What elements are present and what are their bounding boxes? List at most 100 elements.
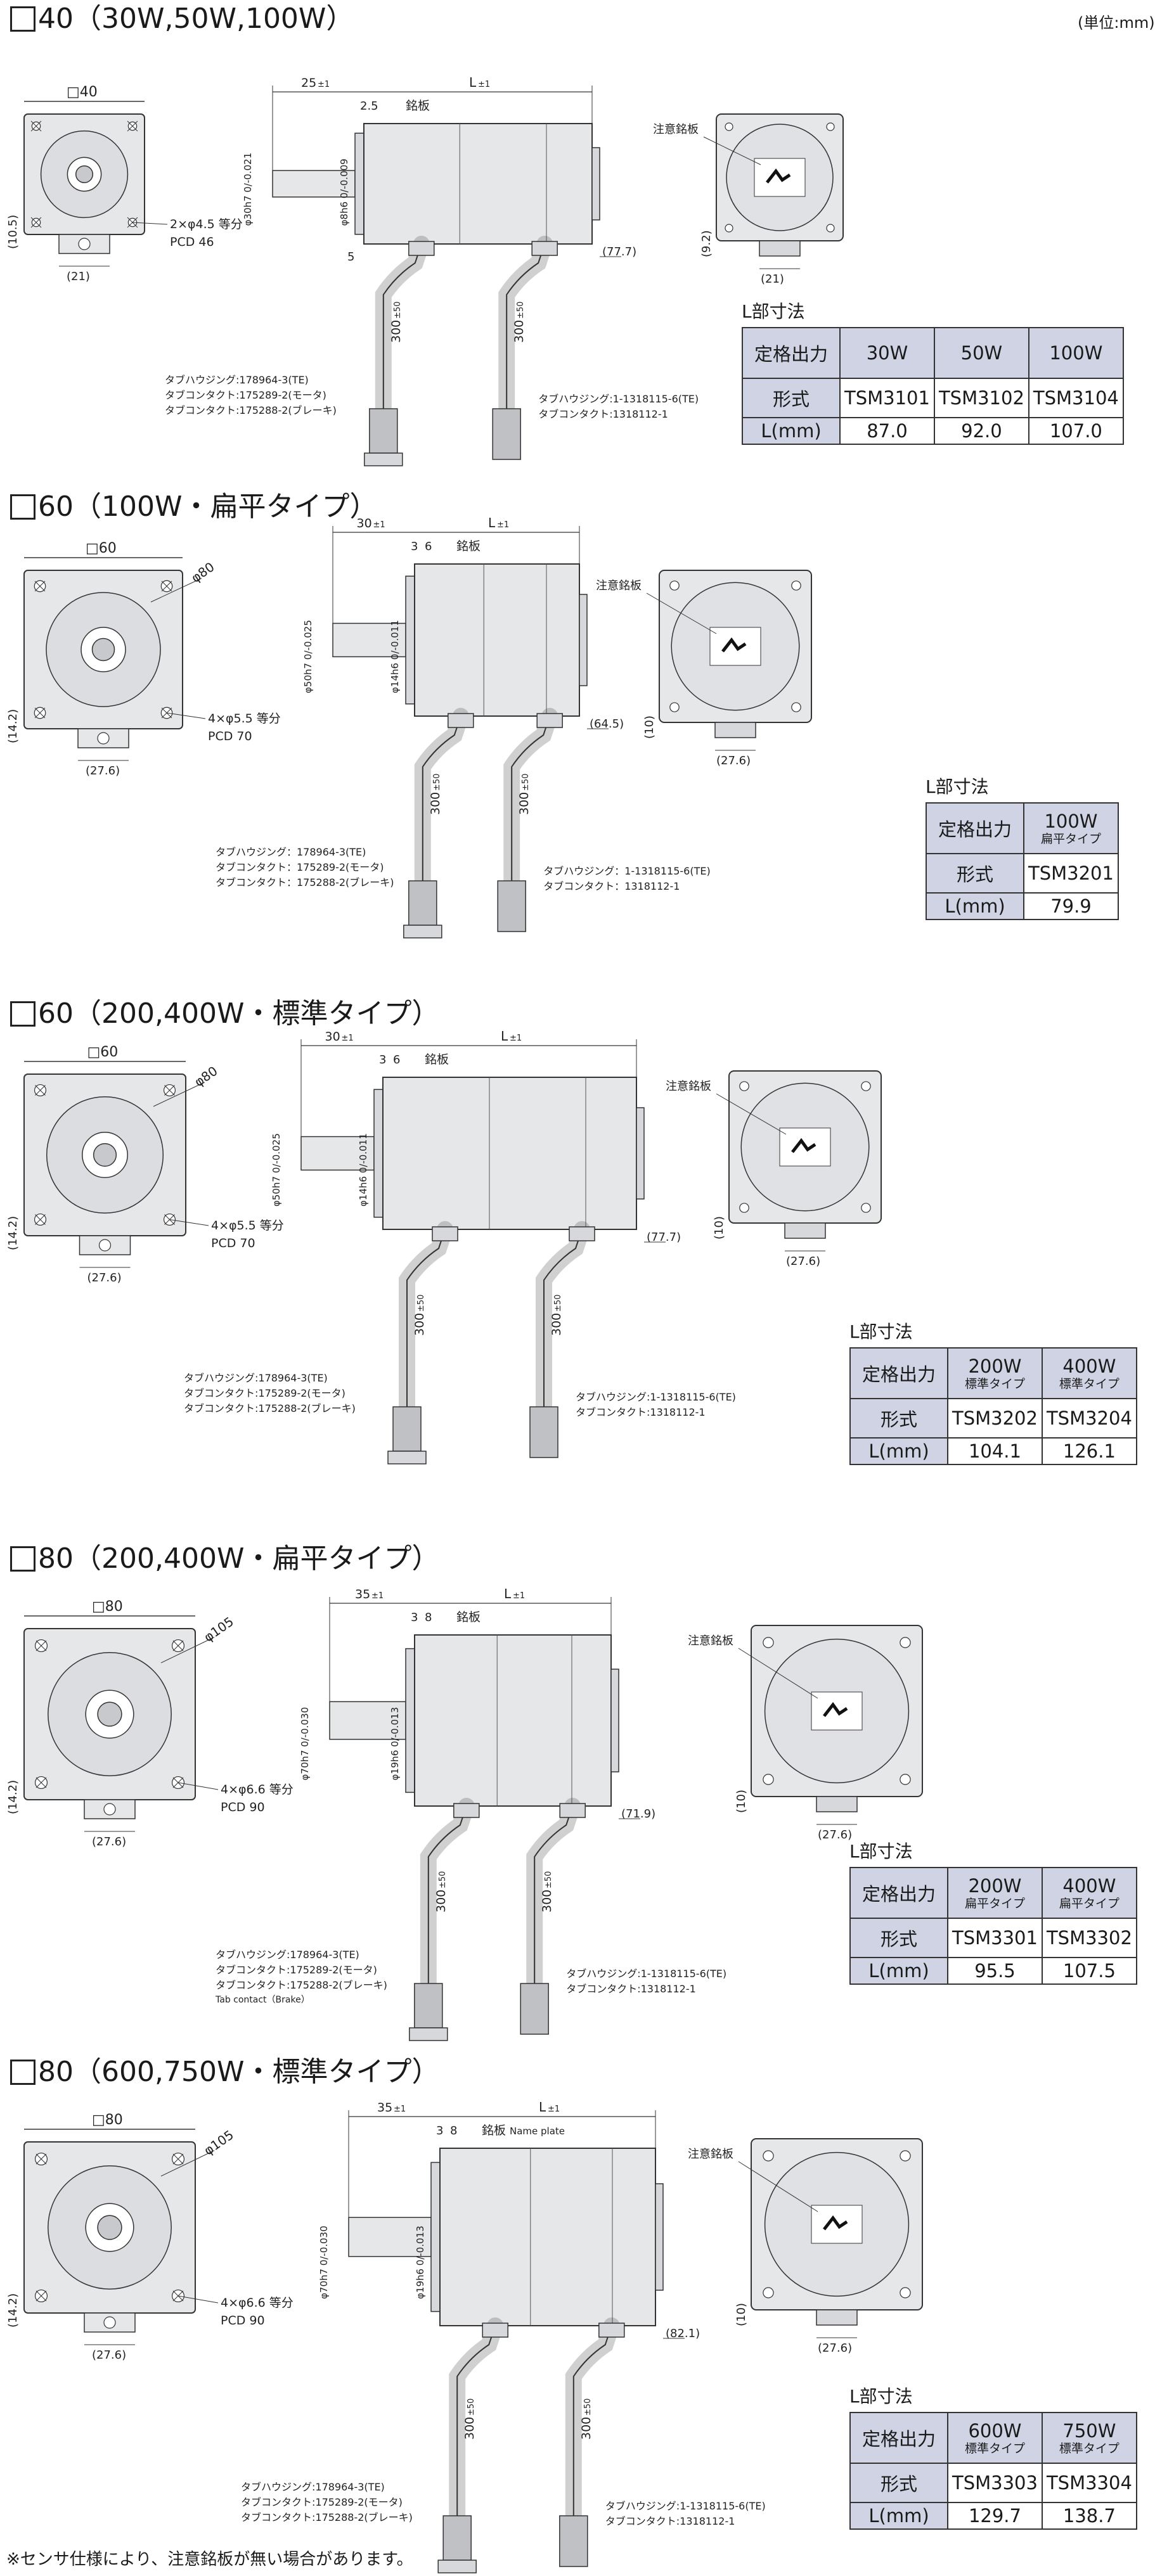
faucet-dim: φ50h7 0/-0.025 [271, 1133, 282, 1207]
length-cell: 87.0 [839, 417, 935, 445]
flange-offset-dim: 8 [425, 1611, 432, 1624]
model-header: 形式 [742, 378, 841, 418]
mount-hole-icon [763, 2287, 774, 2298]
connector-housing-left [369, 408, 398, 454]
connector-housing-right [497, 880, 526, 932]
model-cell: TSM3302 [1041, 1918, 1137, 1958]
right-note: タブハウジング:1-1318115-6(TE) [605, 2500, 766, 2512]
mount-hole-icon [826, 224, 835, 233]
l-dim: L [469, 75, 477, 90]
circle-dim: φ80 [188, 559, 217, 586]
motor-body [414, 563, 580, 717]
right-note: タブコンタクト:1318112-1 [576, 1406, 706, 1418]
left-note: タブコンタクト:175289-2(モータ) [184, 1387, 345, 1399]
right-note: タブコンタクト:1318112-1 [566, 1983, 696, 1995]
connector-hole [78, 238, 91, 250]
cable-outline [456, 2325, 496, 2516]
rear-side-dim: (10) [735, 2303, 748, 2326]
cable-length-dim: 300 [540, 1890, 554, 1913]
connector-housing-right [529, 1406, 558, 1458]
hole-cross [34, 580, 46, 592]
leader-line [150, 578, 202, 603]
shaft [300, 1136, 375, 1171]
cable-length-dim: 300 [517, 792, 531, 815]
model-cell: TSM3104 [1028, 378, 1124, 418]
mount-hole-icon [900, 2150, 911, 2162]
rating-watt: 100W [1044, 811, 1098, 832]
length-header: L(mm) [849, 1957, 948, 1985]
model-header: 形式 [926, 853, 1024, 894]
model-header: 形式 [849, 2463, 948, 2503]
mount-hole-icon [900, 2287, 911, 2298]
rear-tab [816, 2309, 858, 2326]
cable-length-dim: 300 [434, 1890, 448, 1913]
connector-housing-right [492, 408, 521, 460]
rear-bottom-dim: (27.6) [716, 754, 751, 767]
shaft-dim: φ14h6 0/-0.011 [358, 1133, 369, 1207]
cable-outline [506, 243, 546, 409]
right-note: タブハウジング:1-1318115-6(TE) [538, 393, 699, 405]
flange [373, 1089, 384, 1218]
rear-tab [714, 722, 756, 738]
pcd-spec: PCD 46 [170, 235, 214, 249]
mount-hole-icon [900, 1637, 911, 1648]
cable-gland [453, 1803, 480, 1818]
front-side-dim: (10.5) [6, 215, 20, 249]
pcd-spec: PCD 70 [208, 729, 252, 743]
rear-bottom-dim: (27.6) [818, 1828, 852, 1842]
section-title: 60（100W・扁平タイプ） [10, 488, 377, 526]
section-title: 80（200,400W・扁平タイプ） [10, 1540, 439, 1578]
model-cell: TSM3102 [933, 378, 1029, 418]
rating-type: 標準タイプ [1059, 1377, 1120, 1391]
front-square-dim: □60 [87, 1044, 119, 1060]
mount-hole-icon [725, 224, 733, 233]
shaft-center [93, 1143, 117, 1167]
square-symbol-icon [10, 1001, 35, 1027]
l-dim-tol: ±1 [513, 1591, 525, 1601]
shaft-length-dim: 35 [355, 1587, 370, 1601]
front-square-dim: □80 [92, 2112, 123, 2128]
rear-side-dim: (10) [735, 1790, 748, 1813]
shaft-dim: φ8h6 0/-0.009 [339, 158, 350, 226]
leader-line [703, 136, 761, 165]
cable-length-tol: ±50 [521, 774, 531, 791]
cable-outline [382, 243, 422, 409]
hole-cross [35, 2290, 47, 2302]
left-note: タブコンタクト:175288-2(ブレーキ) [241, 2511, 413, 2523]
length-cell: 79.9 [1023, 892, 1119, 920]
shaft-center [91, 638, 115, 662]
l-dim-tol: ±1 [497, 520, 509, 530]
length-cell: 95.5 [947, 1957, 1043, 1985]
flange-thickness-dim: 3 [379, 1053, 386, 1067]
connector-flange-left [409, 2027, 448, 2041]
rear-bottom-dim: (27.6) [818, 2342, 852, 2355]
left-note: タブコンタクト：175289-2(モータ) [216, 861, 384, 873]
shaft-dim: φ14h6 0/-0.011 [389, 620, 401, 693]
cable-length-tol: ±50 [432, 774, 442, 791]
square-symbol-icon [10, 2060, 35, 2085]
connector-flange-left [364, 452, 403, 466]
cable-gland [482, 2323, 508, 2338]
left-note: タブコンタクト:175288-2(ブレーキ) [216, 1979, 387, 1991]
hole-cross [35, 1085, 46, 1096]
shaft-length-tol: ±1 [373, 520, 385, 530]
front-side-dim: (14.2) [6, 1780, 20, 1814]
length-cell: 129.7 [947, 2502, 1043, 2530]
table-caption: L部寸法 [926, 776, 989, 797]
faucet-dim: φ30h7 0/-0.021 [242, 153, 254, 226]
motor-body [439, 2148, 656, 2326]
section-title-text: 80（200,400W・扁平タイプ） [38, 1542, 440, 1575]
connector-flange-left [387, 1451, 427, 1464]
length-cell: 138.7 [1041, 2502, 1137, 2530]
cable-gland [536, 713, 563, 728]
caution-symbol-icon [823, 2215, 848, 2231]
connector-hole [98, 1239, 112, 1252]
